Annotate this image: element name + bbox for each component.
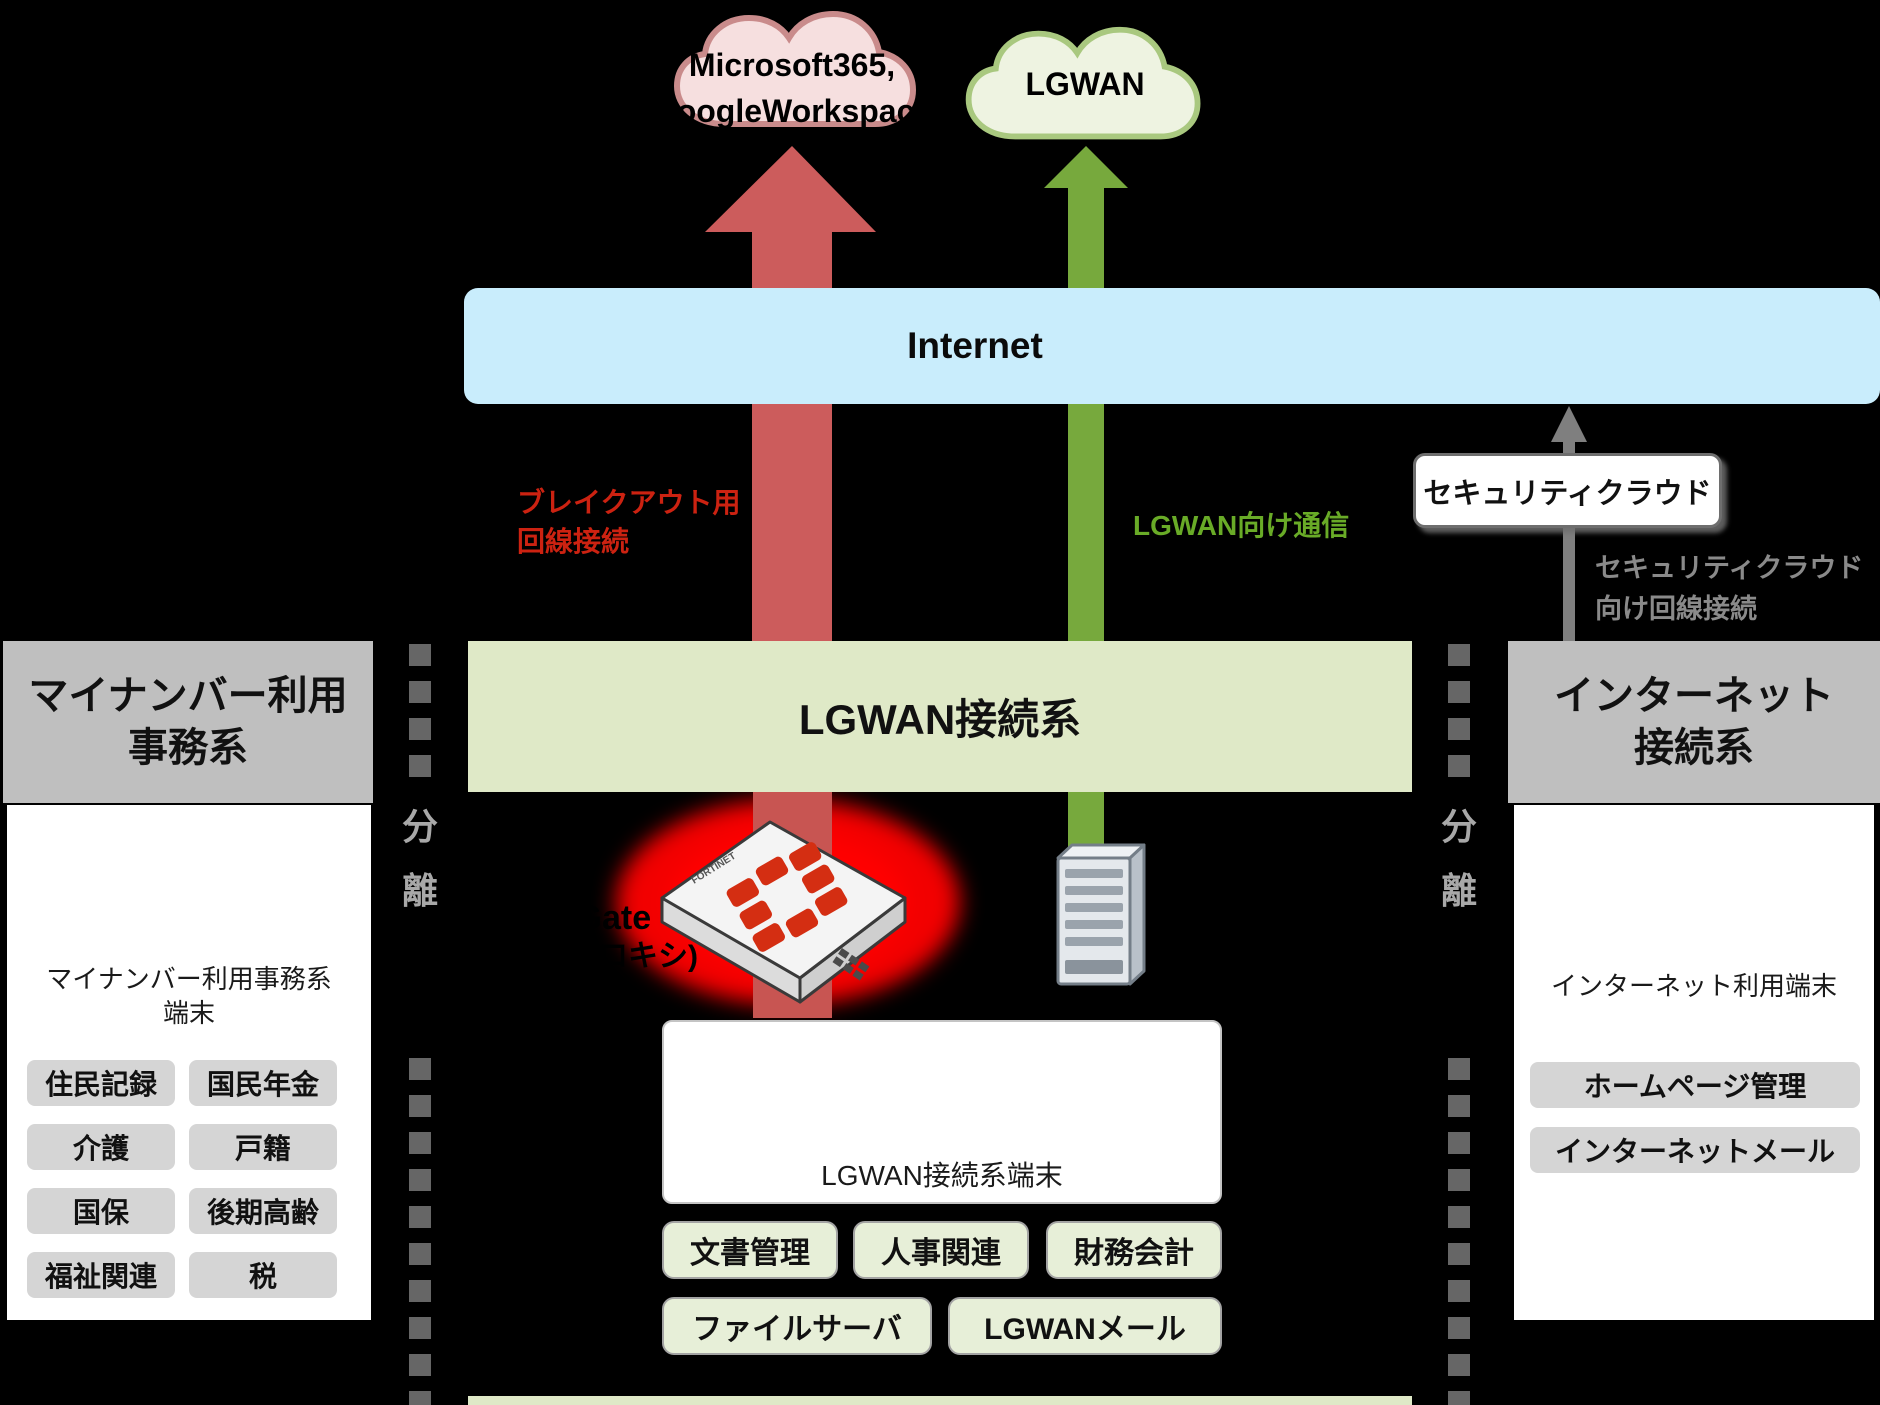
- system-button-kokuho[interactable]: 国保: [27, 1188, 175, 1234]
- mynumber-terminal-label: マイナンバー利用事務系 端末: [7, 962, 371, 1030]
- lgwan-terminal-box: [662, 1020, 1222, 1204]
- server-icon: [1056, 843, 1146, 986]
- mynumber-title-line2: 事務系: [127, 726, 248, 770]
- security-cloud-line-label-line2: 向け回線接続: [1595, 594, 1757, 624]
- system-button-jinjikanren[interactable]: 人事関連: [853, 1221, 1029, 1279]
- breakout-label-line2: 回線接続: [517, 526, 630, 557]
- separator-dashes-right-bottom: [1448, 1058, 1470, 1405]
- lgwan-traffic-label: LGWAN向け通信: [1133, 510, 1350, 541]
- saas-cloud-label: Microsoft365, GoogleWorkspace: [622, 42, 962, 134]
- mynumber-title-line1: マイナンバー利用: [28, 674, 348, 718]
- fortinet-logo: [726, 842, 848, 952]
- internet-bar-label: Internet: [907, 325, 1043, 366]
- security-cloud-box: セキュリティクラウド: [1413, 453, 1722, 528]
- system-button-homepage[interactable]: ホームページ管理: [1530, 1062, 1860, 1108]
- system-button-fukushikanren[interactable]: 福祉関連: [27, 1252, 175, 1298]
- security-cloud-line-label: セキュリティクラウド 向け回線接続: [1595, 548, 1863, 630]
- fortigate-label-line1: FortiGate: [500, 899, 652, 937]
- saas-cloud-label-line2: GoogleWorkspace: [651, 93, 933, 129]
- fortigate-label: FortiGate (プロキシ): [500, 898, 698, 975]
- system-button-internetmail[interactable]: インターネットメール: [1530, 1127, 1860, 1173]
- separator-label-right-bottom: 離: [1440, 870, 1477, 911]
- internet-title-line2: 接続系: [1634, 726, 1754, 770]
- security-cloud-box-label: セキュリティクラウド: [1423, 477, 1712, 510]
- system-button-juminkiroku[interactable]: 住民記録: [27, 1060, 175, 1106]
- mynumber-terminal-label-line2: 端末: [162, 998, 215, 1028]
- internet-section-header: インターネット 接続系: [1508, 641, 1880, 803]
- internet-terminal-label: インターネット利用端末: [1550, 971, 1837, 1001]
- separator-dashes-left-bottom: [409, 1058, 431, 1405]
- separator-label-left-bottom: 離: [401, 870, 438, 911]
- system-button-kaigo[interactable]: 介護: [27, 1124, 175, 1170]
- system-button-kokuminnenkin[interactable]: 国民年金: [189, 1060, 337, 1106]
- system-button-zaimukaikei[interactable]: 財務会計: [1046, 1221, 1222, 1279]
- separator-label-left-top: 分: [401, 806, 438, 847]
- device-ports: [832, 948, 870, 981]
- lgwan-section-header: LGWAN接続系: [468, 641, 1412, 792]
- fortigate-label-line2: (プロキシ): [558, 939, 698, 973]
- mynumber-terminal-label-line1: マイナンバー利用事務系: [46, 964, 332, 994]
- saas-cloud-label-line1: Microsoft365,: [688, 47, 896, 83]
- system-button-zei[interactable]: 税: [189, 1252, 337, 1298]
- separator-dashes-left-top: [409, 644, 431, 784]
- system-button-koseki[interactable]: 戸籍: [189, 1124, 337, 1170]
- internet-bar: [464, 288, 1880, 404]
- lgwan-section-title: LGWAN接続系: [798, 696, 1082, 743]
- mynumber-section-header: マイナンバー利用 事務系: [3, 641, 373, 803]
- breakout-label: ブレイクアウト用 回線接続: [517, 483, 740, 561]
- fortigate-device: FORTINET: [660, 820, 907, 1004]
- separator-dashes-right-top: [1448, 644, 1470, 784]
- system-button-koukikorei[interactable]: 後期高齢: [189, 1188, 337, 1234]
- lgwan-section-bottom-edge: [468, 1396, 1412, 1405]
- system-button-bunshokanri[interactable]: 文書管理: [662, 1221, 838, 1279]
- breakout-label-line1: ブレイクアウト用: [517, 487, 741, 518]
- separator-label-right-top: 分: [1440, 806, 1477, 847]
- lgwan-terminal-label: LGWAN接続系端末: [821, 1160, 1063, 1191]
- security-cloud-line-label-line1: セキュリティクラウド: [1595, 553, 1864, 583]
- system-button-fileserver[interactable]: ファイルサーバ: [662, 1297, 932, 1355]
- internet-title-line1: インターネット: [1554, 674, 1834, 718]
- lgwan-cloud-label: LGWAN: [1025, 66, 1145, 102]
- system-button-lgwanmail[interactable]: LGWANメール: [948, 1297, 1222, 1355]
